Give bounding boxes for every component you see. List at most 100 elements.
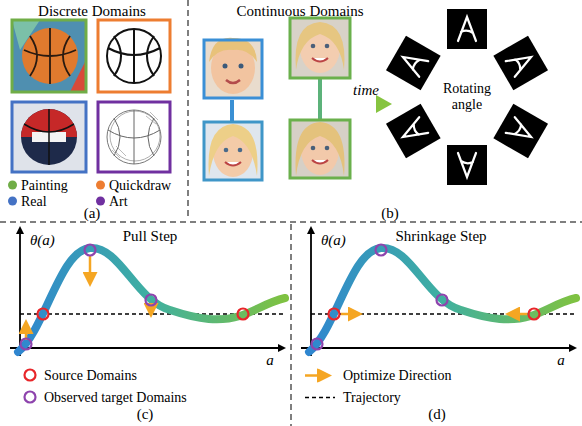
face-image: [296, 22, 345, 70]
axis-label: Rotating angle: [438, 81, 496, 113]
legend-item: Source Domains: [22, 367, 137, 383]
rotated-letter-tile: [493, 36, 548, 91]
legend-text: Optimize Direction: [343, 368, 451, 383]
face-image: [204, 122, 262, 180]
axis-label: time: [353, 82, 379, 98]
legend-text: Observed target Domains: [44, 390, 187, 405]
real-image: [12, 102, 86, 172]
axis-label: a: [557, 352, 565, 368]
separator: [0, 221, 582, 223]
quickdraw-image: [98, 20, 170, 92]
rotated-letter-tile: [398, 49, 428, 77]
rotated-letter-tile: [458, 153, 476, 177]
painting-image: [12, 20, 86, 92]
rotated-letter-tile: [386, 104, 441, 159]
domain-marker: [146, 295, 157, 306]
domain-marker: [21, 339, 32, 350]
domain-marker: [437, 295, 448, 306]
face-image: [290, 18, 350, 78]
optimize-arrow: [510, 313, 527, 316]
panel-tag: (c): [137, 406, 154, 422]
plot-axes: [10, 347, 284, 349]
panel-heading: Discrete Domains: [38, 3, 146, 19]
art-image: [98, 102, 170, 172]
legend-item: Observed target Domains: [22, 389, 187, 405]
rotated-letter-tile: [506, 117, 536, 145]
face-image: [290, 18, 350, 78]
domain-marker: [38, 309, 49, 320]
legend-swatch: [96, 181, 105, 190]
legend-text: Real: [21, 194, 47, 209]
legend-sample: [305, 396, 335, 398]
face-image: [204, 122, 262, 180]
axis-label: θ(a): [321, 232, 346, 248]
face-image: [296, 122, 345, 176]
domain-marker: [238, 309, 249, 320]
domain-marker: [529, 309, 540, 320]
panel-tag: (d): [428, 406, 446, 422]
real-image: [21, 109, 77, 165]
painting-image: [24, 28, 76, 84]
rotated-letter-tile: [493, 104, 548, 159]
legend-sample: [25, 370, 36, 381]
trajectory-curve: [309, 248, 576, 352]
real-image: [24, 109, 74, 165]
face-image: [225, 162, 241, 166]
legend-sample: [25, 392, 36, 403]
plot-axes: [10, 228, 285, 356]
face-image: [204, 38, 262, 98]
plot-axes: [301, 347, 575, 349]
legend-sample: [305, 374, 327, 377]
separator: [187, 0, 189, 218]
optimize-arrow: [341, 313, 527, 316]
panel-tag: (a): [84, 205, 101, 221]
step-title: Pull Step: [123, 228, 178, 244]
face-image: [223, 64, 228, 69]
domain-marker: [85, 245, 96, 256]
legend-text: Trajectory: [343, 390, 401, 405]
rotated-letter-tile: [386, 9, 548, 185]
optimize-arrow: [341, 313, 358, 316]
legend-item: Real: [8, 194, 47, 209]
painting-image: [12, 20, 86, 92]
step-title: Shrinkage Step: [395, 228, 486, 244]
legend-text: Source Domains: [44, 368, 137, 383]
face-image: [226, 80, 240, 83]
rotated-letter-tile: [447, 145, 487, 185]
legend-item: Painting: [8, 178, 68, 193]
face-image: [312, 58, 328, 62]
face-image: [239, 64, 244, 69]
legend-sample: [22, 389, 38, 405]
legend-swatch: [8, 181, 17, 190]
face-image: [204, 122, 262, 180]
painting-image: [12, 20, 86, 92]
panel-heading: Continuous Domains: [236, 3, 363, 19]
rotated-letter-tile: [447, 9, 487, 49]
domain-marker: [21, 245, 249, 350]
domain-marker: [312, 245, 540, 350]
legend-item: Optimize Direction: [303, 368, 451, 383]
rotated-letter-tile: [386, 36, 441, 91]
art-image: [107, 110, 161, 164]
plot-axes: [310, 228, 312, 356]
legend-item: Trajectory: [303, 390, 401, 405]
rotated-letter-tile: [398, 117, 428, 145]
rotated-letter-tile: [386, 36, 441, 91]
quickdraw-image: [108, 29, 160, 83]
domain-marker: [376, 245, 387, 256]
rotated-letter-tile: [447, 9, 487, 49]
art-image: [112, 112, 158, 158]
legend-sample: [303, 390, 337, 404]
face-image: [312, 160, 328, 164]
face-image: [290, 120, 350, 178]
rotated-letter-tile: [458, 17, 476, 41]
face-image: [204, 40, 262, 98]
face-image: [290, 120, 350, 178]
art-image: [108, 110, 160, 164]
axis-label: θ(a): [30, 232, 55, 248]
axis-label: a: [266, 352, 274, 368]
legend-sample: [22, 367, 38, 383]
face-image: [311, 44, 316, 49]
face-image: [224, 148, 229, 153]
